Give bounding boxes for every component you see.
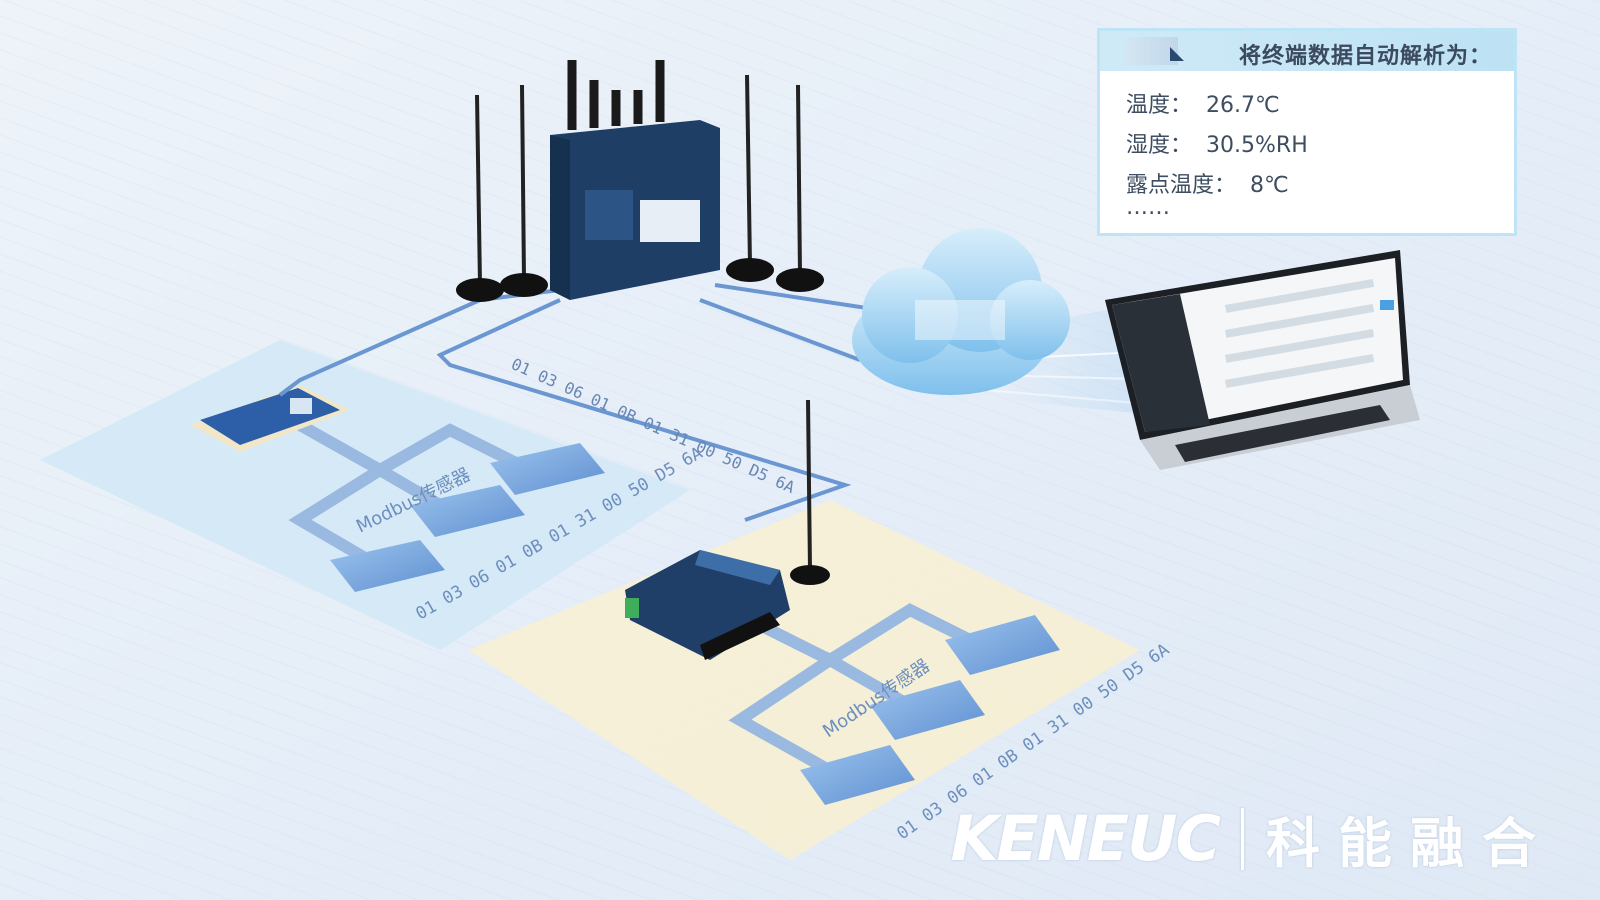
temperature-row: 温度： 26.7℃ xyxy=(1126,87,1280,119)
temperature-value: 26.7℃ xyxy=(1206,93,1280,118)
brand-logo: KENEUC 科能融合 xyxy=(951,799,1554,878)
humidity-value: 30.5%RH xyxy=(1206,133,1308,158)
dew-point-value: 8℃ xyxy=(1250,173,1289,198)
title-tag-icon xyxy=(1170,47,1184,61)
info-panel: 将终端数据自动解析为： 温度：26.7℃ 湿度：30.5%RH 露点温度：8℃ … xyxy=(1097,28,1517,236)
brand-divider xyxy=(1241,808,1244,870)
info-more-ellipsis: …… xyxy=(1126,195,1170,220)
humidity-label: 湿度： xyxy=(1126,127,1192,159)
brand-chinese: 科能融合 xyxy=(1266,799,1554,878)
gateway-router xyxy=(456,60,824,302)
temperature-label: 温度： xyxy=(1126,87,1192,119)
laptop-icon xyxy=(1105,250,1420,470)
info-panel-title: 将终端数据自动解析为： xyxy=(1239,38,1492,70)
brand-english: KENEUC xyxy=(951,802,1219,875)
humidity-row: 湿度： 30.5%RH xyxy=(1126,127,1308,159)
info-panel-header: 将终端数据自动解析为： xyxy=(1100,31,1514,71)
